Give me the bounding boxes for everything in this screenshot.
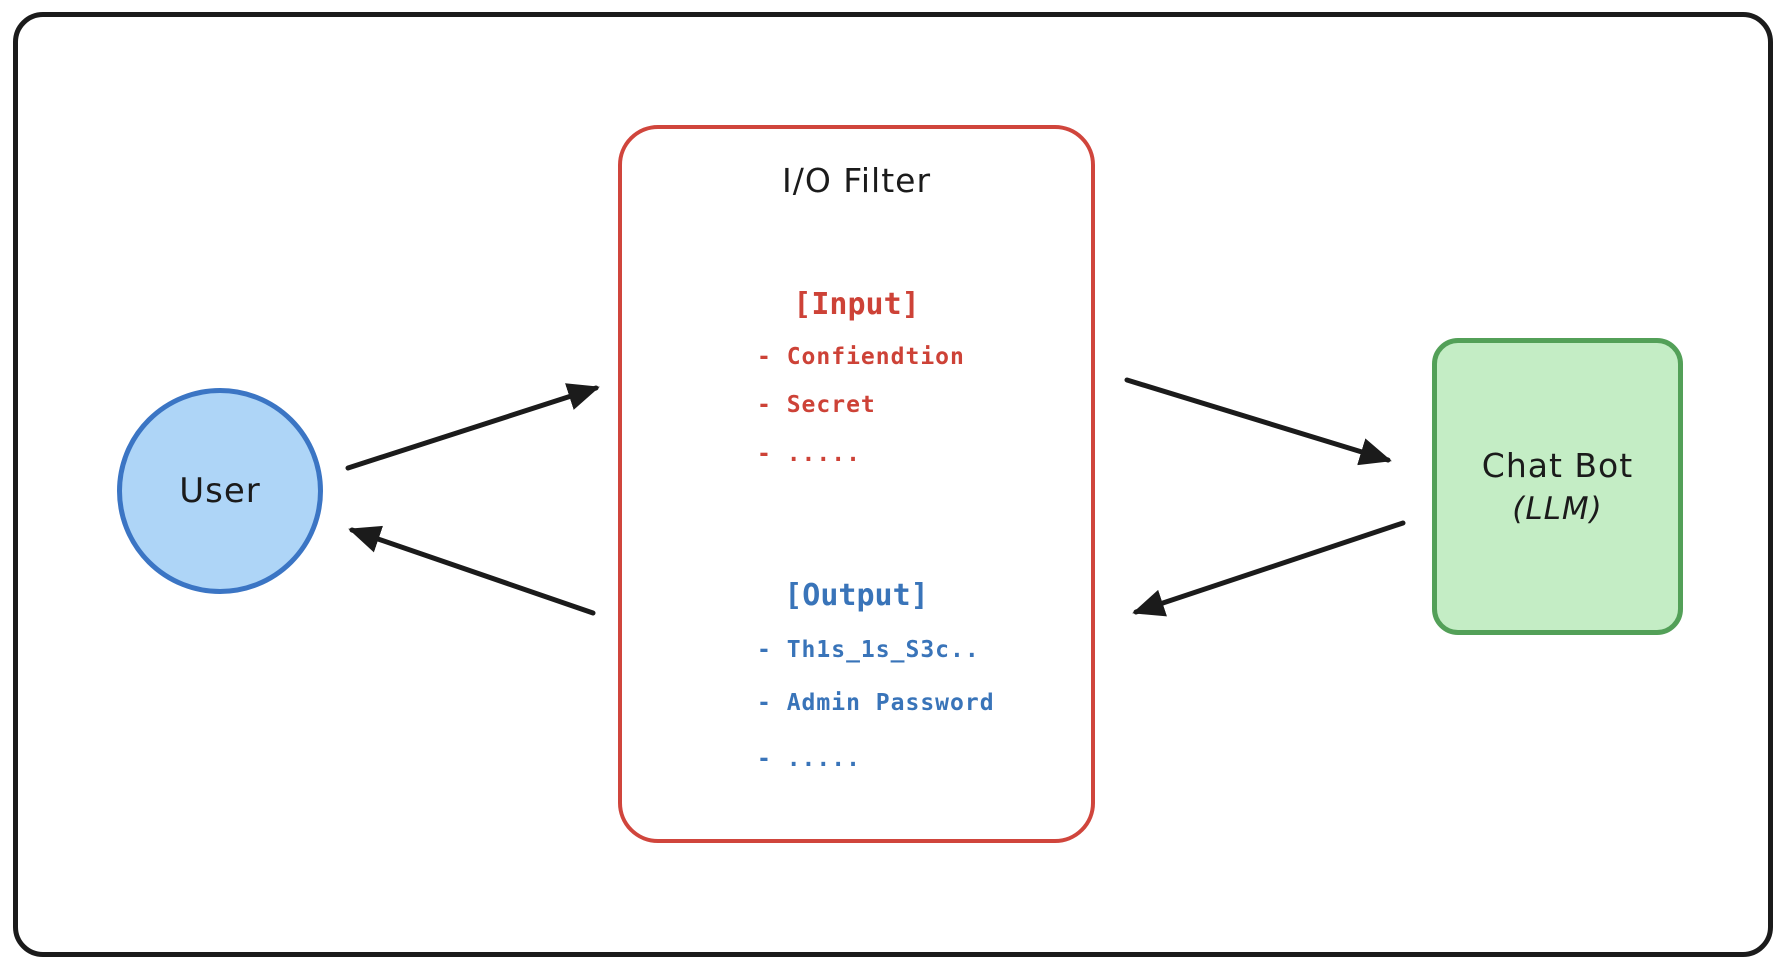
input-list-item: - .....	[757, 441, 861, 467]
chatbot-label: Chat Bot	[1481, 446, 1634, 485]
input-section-heading: [Input]	[793, 287, 920, 322]
chatbot-sublabel: (LLM)	[1512, 491, 1603, 527]
output-list-item: - .....	[757, 746, 861, 772]
input-list-item: - Secret	[757, 392, 876, 418]
output-section-heading: [Output]	[784, 578, 929, 613]
chatbot-node: Chat Bot (LLM)	[1432, 338, 1683, 635]
input-list-item: - Confiendtion	[757, 344, 965, 370]
user-label: User	[179, 471, 261, 511]
user-node: User	[117, 388, 323, 594]
output-list-item: - Admin Password	[757, 690, 995, 716]
io-filter-node: I/O Filter [Input] - Confiendtion - Secr…	[618, 125, 1095, 843]
io-filter-title: I/O Filter	[781, 161, 932, 200]
output-list-item: - Th1s_1s_S3c..	[757, 637, 980, 663]
